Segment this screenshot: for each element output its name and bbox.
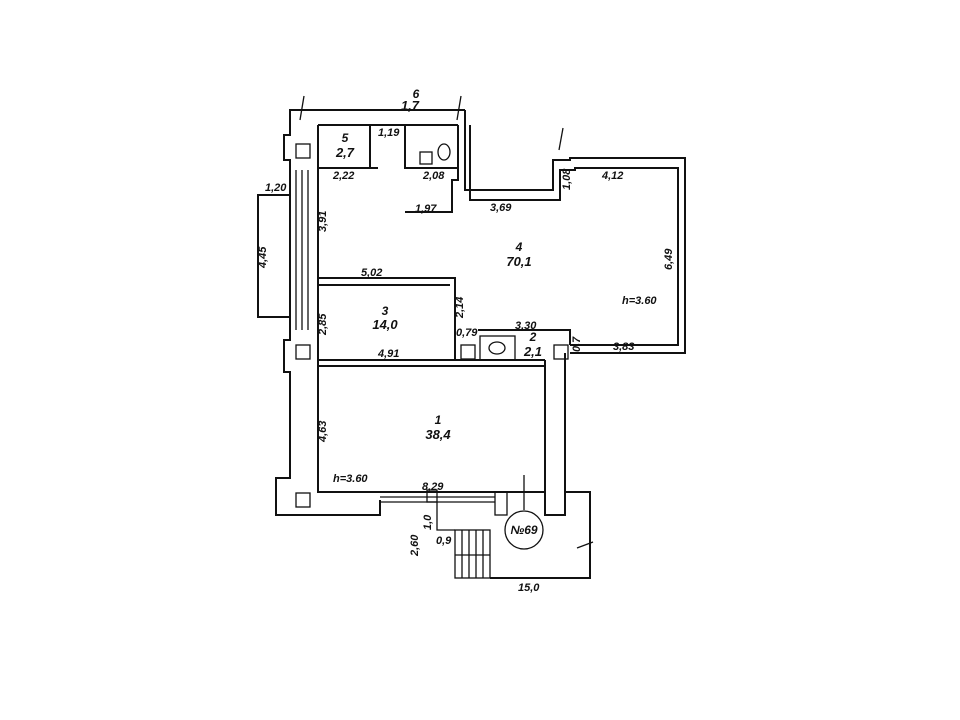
building-number-badge: №69 — [504, 510, 544, 550]
dim-1-0: 1,0 — [422, 514, 434, 530]
room-1-height: h=3.60 — [333, 473, 368, 485]
room-6-area: 1,7 — [401, 98, 420, 113]
dim-2-85: 2,85 — [317, 313, 329, 336]
dim-5-02: 5,02 — [361, 267, 382, 279]
dim-4-63: 4,63 — [317, 421, 329, 443]
room-3-area: 14,0 — [372, 317, 398, 332]
dim-0-7: 0,7 — [571, 336, 583, 352]
dim-4-45: 4,45 — [257, 246, 269, 269]
dim-2-22: 2,22 — [332, 170, 354, 182]
dim-1-20: 1,20 — [265, 182, 287, 194]
dim-1-19: 1,19 — [378, 127, 400, 139]
room-labels: 6 1,7 5 2,7 4 70,1 3 14,0 2 2,1 1 38,4 h… — [333, 87, 657, 485]
dim-3-30: 3,30 — [515, 320, 537, 332]
dim-4-12: 4,12 — [601, 170, 623, 182]
dim-2-08: 2,08 — [422, 170, 445, 182]
dim-2-60: 2,60 — [409, 534, 421, 557]
dim-1-08: 1,08 — [561, 168, 573, 190]
dim-1-97: 1,97 — [415, 203, 437, 215]
dim-2-14: 2,14 — [454, 297, 466, 319]
dimension-labels: 1,20 4,45 3,91 2,22 1,19 2,08 1,97 3,69 … — [257, 127, 675, 594]
room-5-number: 5 — [342, 131, 349, 145]
dim-3-91: 3,91 — [317, 211, 329, 232]
room-1-number: 1 — [435, 413, 442, 427]
room-4-number: 4 — [515, 240, 523, 254]
room-6-number: 6 — [413, 87, 420, 101]
dim-0-79: 0,79 — [456, 327, 478, 339]
dim-3-69: 3,69 — [490, 202, 512, 214]
room-4-area: 70,1 — [506, 254, 531, 269]
dim-4-91: 4,91 — [377, 348, 399, 360]
room-3-number: 3 — [382, 304, 389, 318]
room-5-area: 2,7 — [335, 145, 355, 160]
room-1-area: 38,4 — [425, 427, 451, 442]
dim-0-9: 0,9 — [436, 535, 452, 547]
room-4-height: h=3.60 — [622, 295, 657, 307]
room-2-number: 2 — [529, 330, 537, 344]
dim-6-49: 6,49 — [663, 248, 675, 270]
building-number: №69 — [510, 523, 537, 537]
dim-3-83: 3,83 — [613, 341, 634, 353]
dim-15-0: 15,0 — [518, 582, 540, 594]
room-2-area: 2,1 — [523, 344, 542, 359]
walls — [257, 95, 686, 579]
dim-8-29: 8,29 — [422, 481, 444, 493]
